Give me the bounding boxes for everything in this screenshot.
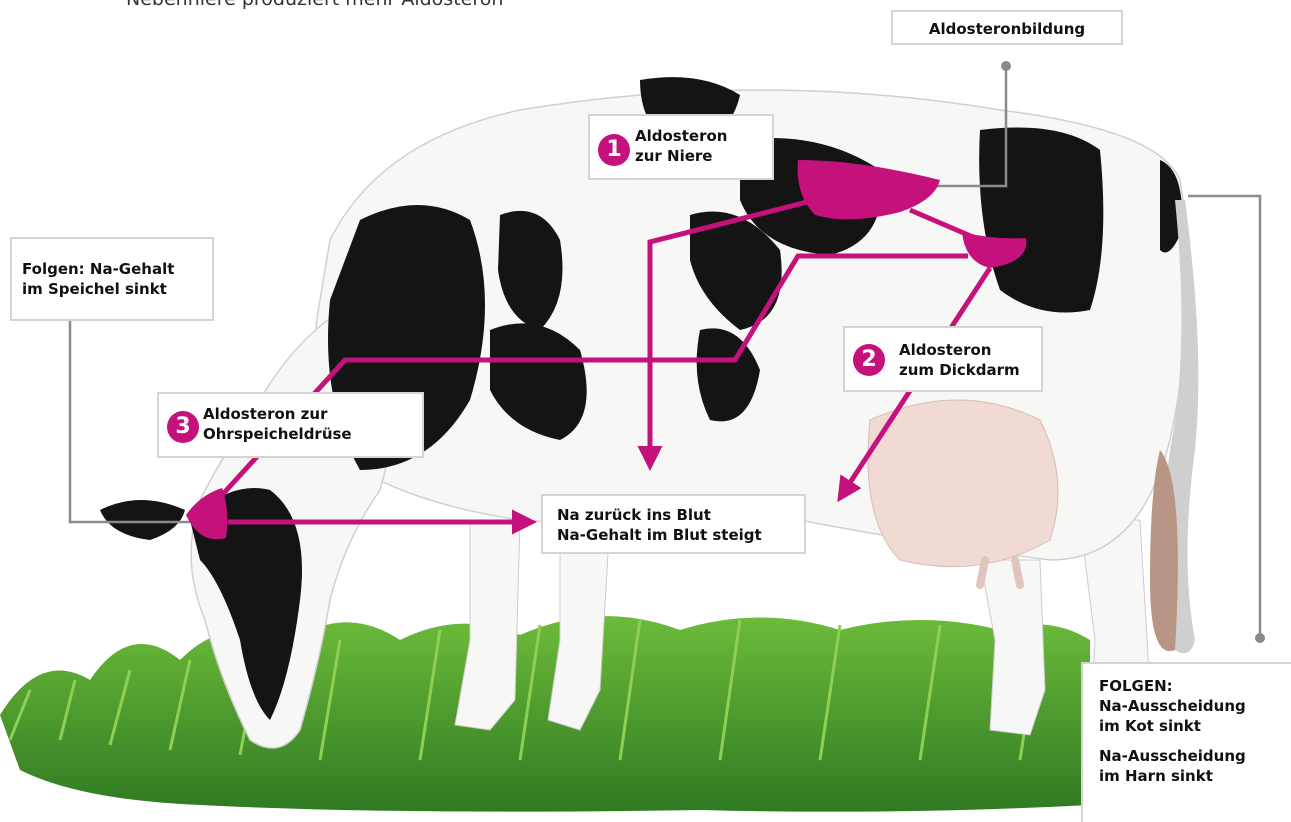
label-folgen-harn: Na-Ausscheidung im Harn sinkt [1099,746,1291,786]
label-aldosteronbildung-text: Aldosteronbildung [893,19,1121,39]
label-folgen-title: FOLGEN: [1099,676,1291,696]
label-folgen-kot: Na-Ausscheidung im Kot sinkt [1099,696,1291,736]
label-blut-text: Na zurück ins Blut Na-Gehalt im Blut ste… [557,505,804,545]
label-step-2-text: Aldosteron zum Dickdarm [899,340,1041,380]
step-number-2: 2 [853,344,885,376]
top-caption: Nebenniere produziert mehr Aldosteron [126,0,503,10]
label-step-3-ohrspeicheldruese: 3 Aldosteron zur Ohrspeicheldrüse [157,392,424,458]
label-aldosteronbildung: Aldosteronbildung [891,10,1123,45]
leader-folgen [1188,196,1260,638]
label-speichel-folgen: Folgen: Na-Gehalt im Speichel sinkt [10,237,214,321]
step-number-1: 1 [598,134,630,166]
grass [0,616,1090,812]
leader-dot-folgen [1255,633,1265,643]
label-na-blut: Na zurück ins Blut Na-Gehalt im Blut ste… [541,494,806,554]
folgen-spacer [1099,736,1291,746]
label-step-3-text: Aldosteron zur Ohrspeicheldrüse [203,404,422,444]
label-speichel-text: Folgen: Na-Gehalt im Speichel sinkt [22,259,212,299]
label-step-2-dickdarm: 2 Aldosteron zum Dickdarm [843,326,1043,392]
label-folgen-ausscheidung: FOLGEN: Na-Ausscheidung im Kot sinkt Na-… [1081,662,1291,822]
step-number-3: 3 [167,411,199,443]
label-step-1-niere: 1 Aldosteron zur Niere [588,114,774,180]
label-step-1-text: Aldosteron zur Niere [635,126,772,166]
leader-dot-aldosteronbildung [1001,61,1011,71]
